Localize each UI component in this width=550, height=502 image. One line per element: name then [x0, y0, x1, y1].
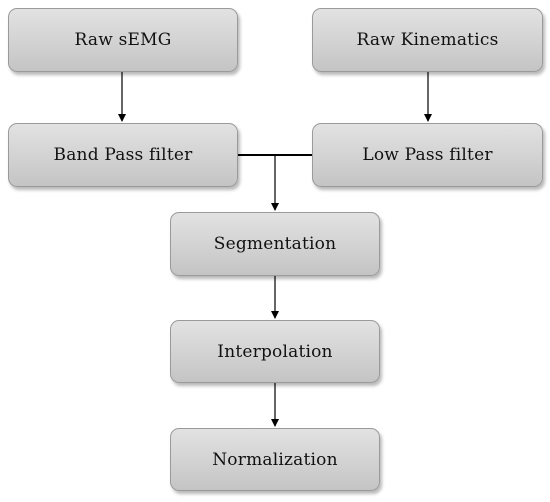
- node-label: Interpolation: [217, 341, 333, 362]
- node-label: Segmentation: [213, 234, 337, 254]
- node-label: Normalization: [212, 449, 338, 470]
- node-interpolation: Interpolation: [170, 320, 380, 383]
- node-label: Band Pass filter: [53, 145, 193, 165]
- node-raw-kinematics: Raw Kinematics: [312, 8, 543, 72]
- node-label: Low Pass filter: [362, 145, 493, 165]
- node-label: Raw Kinematics: [356, 30, 499, 50]
- node-segmentation: Segmentation: [170, 212, 380, 276]
- node-label: Raw sEMG: [74, 30, 172, 50]
- node-raw-semg: Raw sEMG: [8, 8, 238, 72]
- node-low-pass-filter: Low Pass filter: [312, 123, 543, 187]
- node-band-pass-filter: Band Pass filter: [8, 123, 238, 187]
- node-normalization: Normalization: [170, 428, 380, 491]
